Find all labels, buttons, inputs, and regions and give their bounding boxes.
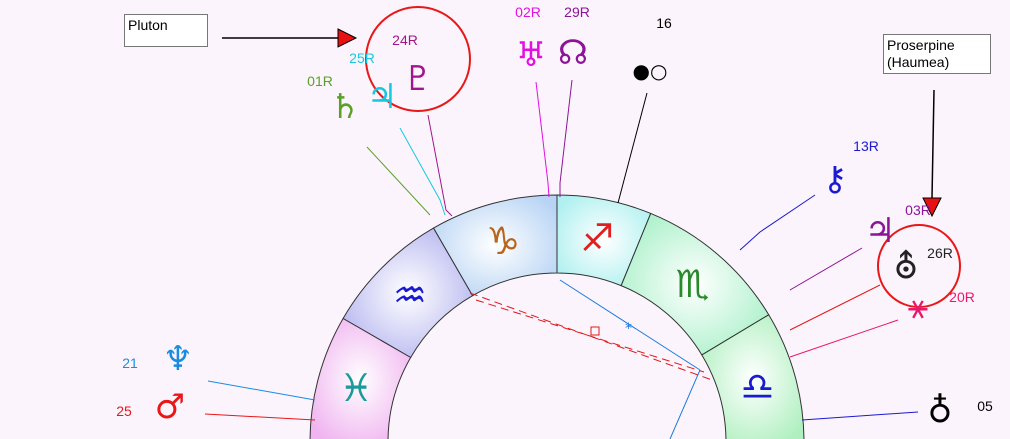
uranus-icon: ♅	[516, 35, 546, 75]
square-aspect-icon	[590, 326, 600, 336]
mars-degree-label: 25	[116, 403, 132, 419]
pluto-icon: ♇	[403, 59, 433, 99]
earth-point-icon: ♁	[928, 391, 953, 431]
sign-segment-sagittarius	[556, 194, 652, 287]
proserpine-annotation: Proserpine(Haumea)	[883, 34, 991, 74]
saturn-degree-label: 01R	[307, 73, 333, 89]
sextile-aspect-icon: *	[625, 321, 632, 337]
aquarius-sign-icon: ♒	[393, 273, 427, 317]
proserpine-icon: ⛢	[894, 247, 919, 287]
sign-segment-pisces	[309, 317, 412, 439]
neptune-icon: ♆	[163, 339, 193, 379]
zodiac-ring: ♑ ♐ ♏ ♎ ♒ ♓	[309, 194, 805, 439]
sign-segment-scorpio	[620, 212, 770, 356]
haumea-label: (Haumea)	[887, 54, 950, 70]
chiron-icon: ⚷	[823, 159, 848, 199]
point-20r-degree-label: 20R	[949, 289, 975, 305]
lunation-icon: ●○	[633, 59, 668, 83]
pisces-sign-icon: ♓	[339, 366, 373, 410]
proserpine-degree-label: 26R	[927, 245, 953, 261]
node-degree-label: 29R	[564, 4, 590, 20]
chiron-degree-label: 13R	[853, 138, 879, 154]
scorpio-sign-icon: ♏	[675, 262, 709, 306]
node-icon: ☊	[558, 33, 588, 73]
pluton-annotation: Pluton	[124, 14, 208, 47]
jupiter-degree-label: 25R	[349, 50, 375, 66]
earth-point-degree-label: 05	[977, 398, 993, 414]
mars-icon: ♂	[155, 387, 185, 427]
proserpine-highlight-circle	[877, 224, 961, 308]
pluton-label: Pluton	[128, 17, 168, 33]
sign-segment-libra	[701, 314, 805, 439]
neptune-degree-label: 21	[122, 355, 138, 371]
jupiter-icon: ♃	[367, 77, 397, 117]
libra-sign-icon: ♎	[740, 364, 774, 408]
lunation-degree-label: 16	[656, 15, 672, 31]
point-20r-icon: ⚹	[908, 287, 928, 327]
saturn-icon: ♄	[330, 87, 360, 127]
pluto-degree-label: 24R	[392, 32, 418, 48]
annotation-arrows	[222, 6, 961, 308]
point-03r-degree-label: 03R	[905, 202, 931, 218]
point-03r-icon: ♃	[865, 211, 895, 251]
sagittarius-sign-icon: ♐	[580, 216, 614, 260]
capricorn-sign-icon: ♑	[486, 219, 520, 263]
aspect-lines: *	[469, 279, 713, 439]
pluton-highlight-circle	[365, 6, 471, 112]
planet-lines	[204, 79, 919, 421]
uranus-degree-label: 02R	[515, 4, 541, 20]
proserpine-label: Proserpine	[887, 37, 955, 53]
planet-glyphs: ♇ 24R ♃ 25R ♄01R ♅ 02R ☊ 29R ●○ 16 ⚷ 13R ♃ 03R ⛢ 26R ⚹ 20R…	[116, 4, 993, 431]
